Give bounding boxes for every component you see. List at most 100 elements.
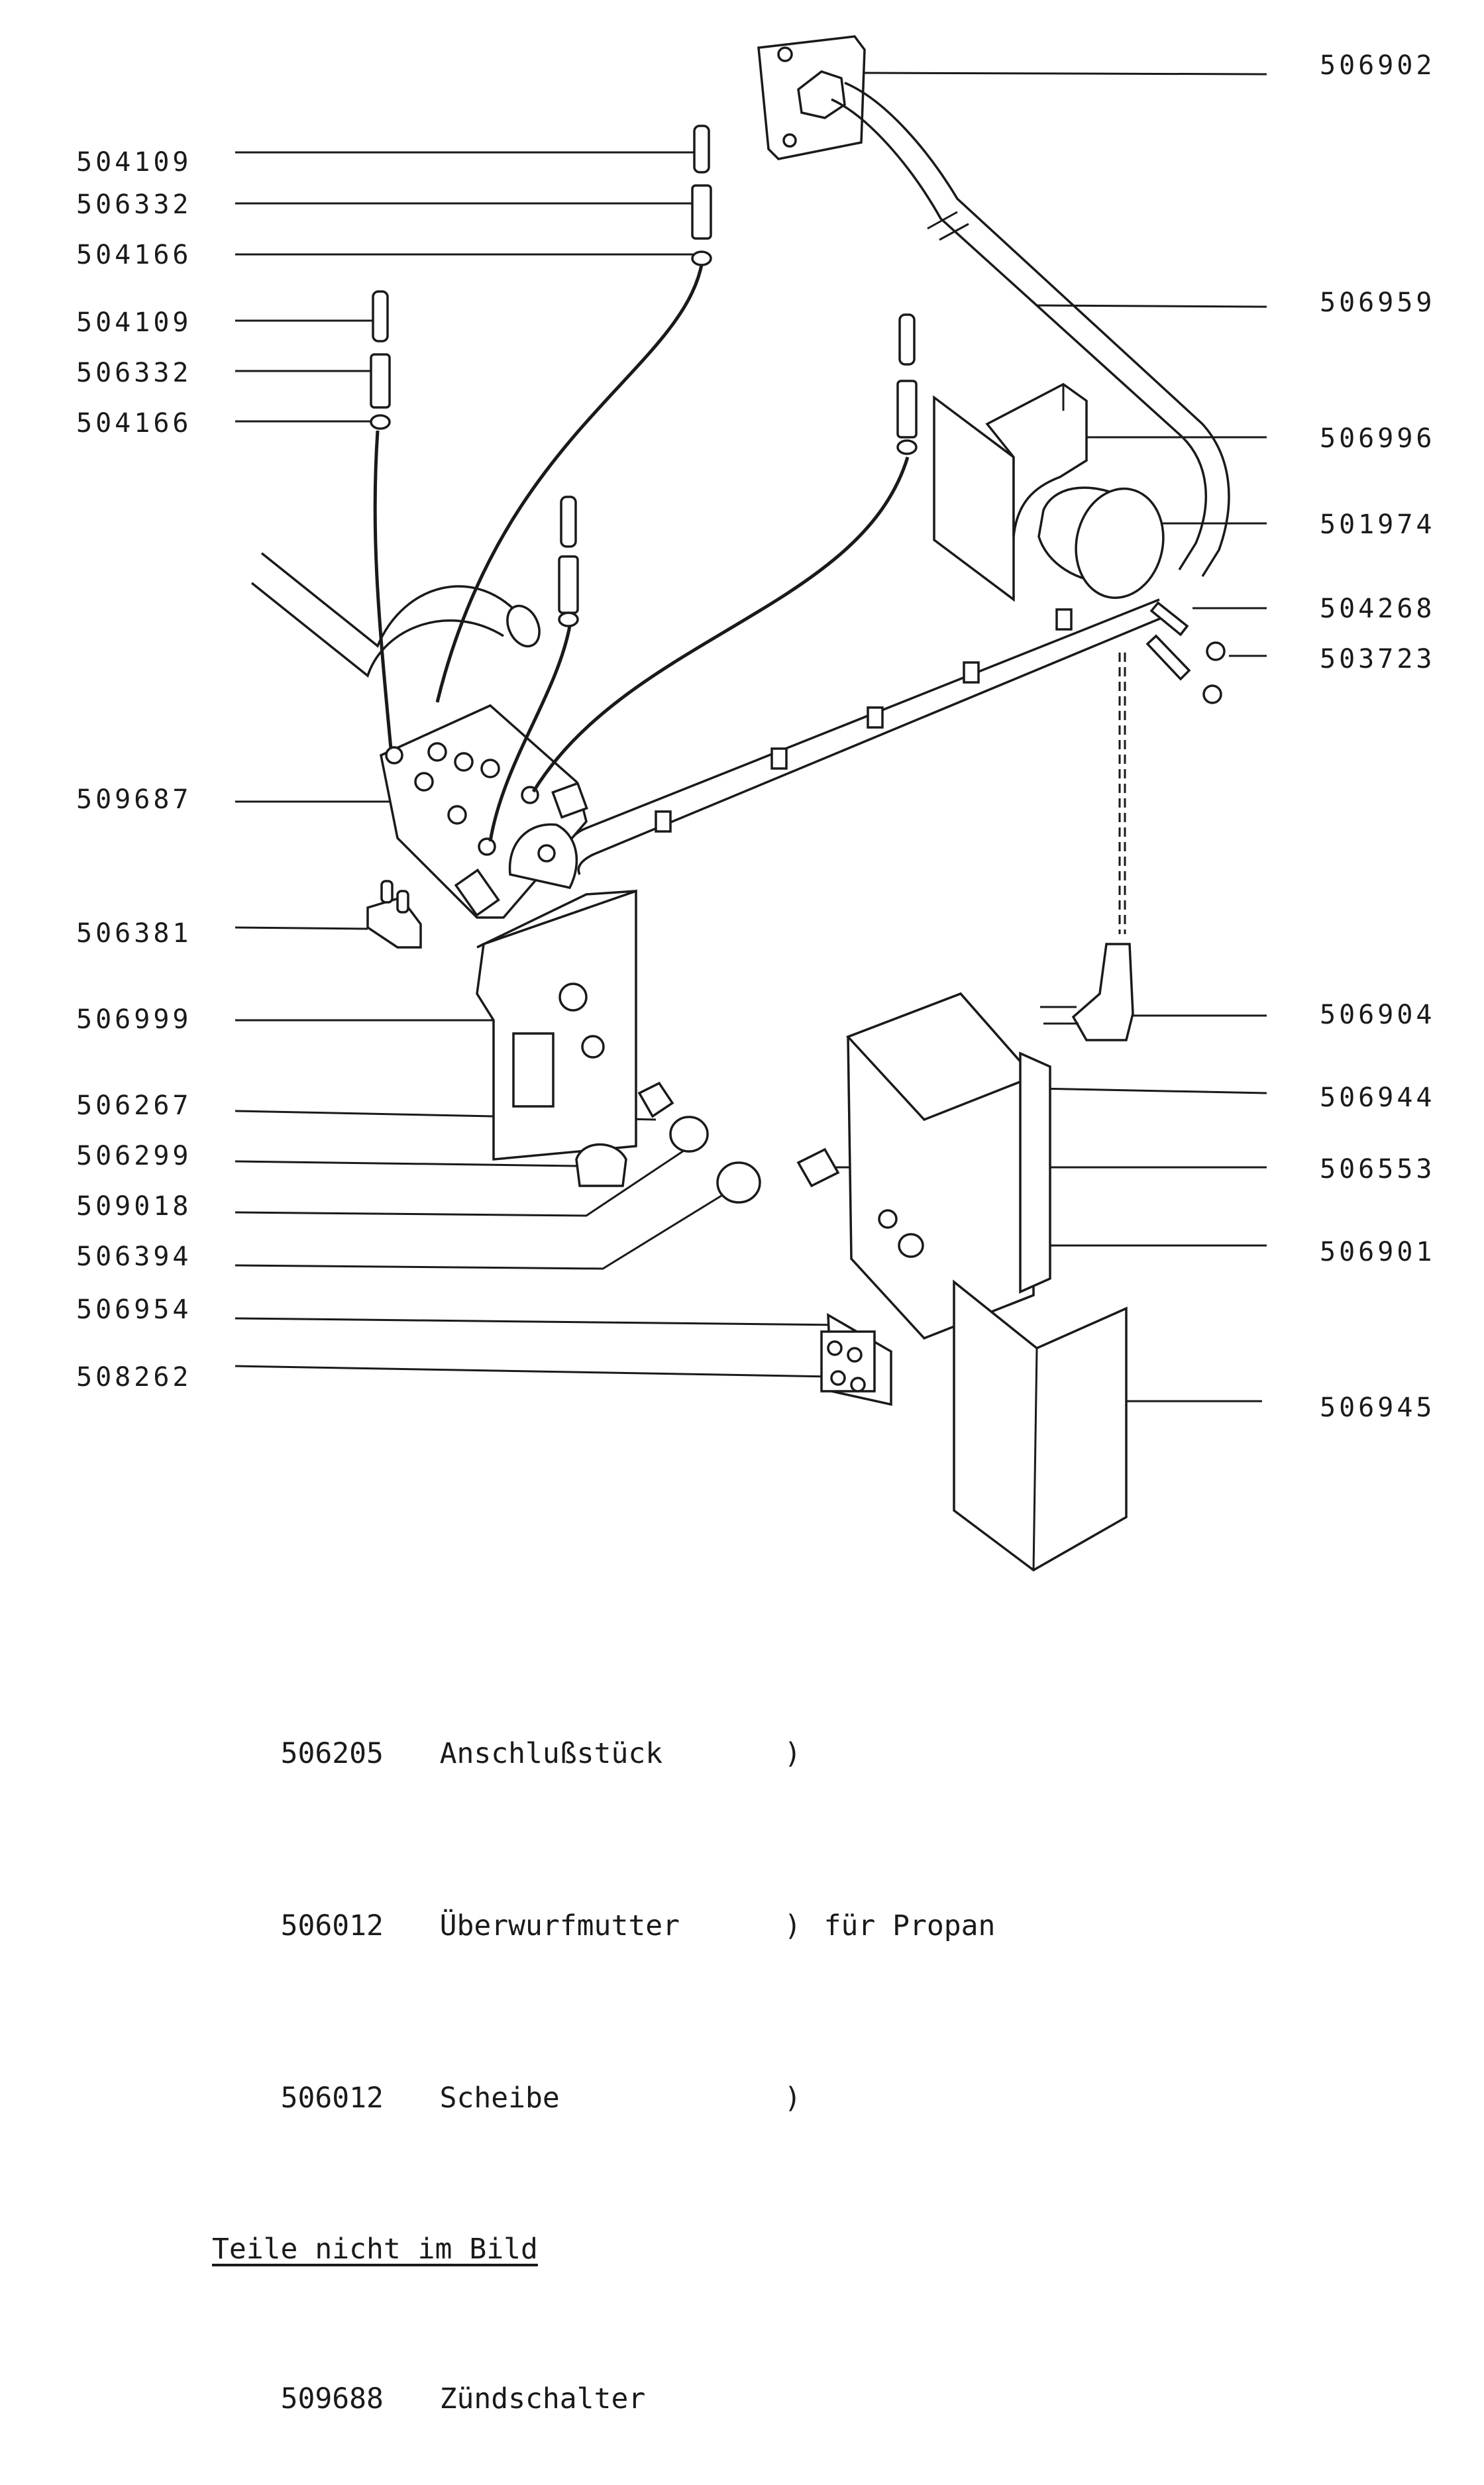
leader-line (235, 1365, 832, 1378)
flange-screw (782, 133, 797, 148)
callout-label: 506902 (1320, 50, 1436, 81)
housing-side-flange (1019, 1051, 1051, 1294)
ignition-cable (435, 261, 704, 703)
electrode-504109 (693, 125, 710, 174)
callout-label: 504166 (76, 240, 192, 270)
electrode-socket (427, 742, 447, 762)
terminal-506553 (796, 1147, 840, 1188)
note-part-number: 506205 (280, 1737, 384, 1770)
pipe-break (927, 211, 958, 230)
note-part-name: Anschlußstück (439, 1737, 663, 1770)
callout-label: 509018 (76, 1191, 192, 1222)
plug-body (1071, 943, 1134, 1041)
ignition-cable (531, 456, 910, 793)
ignition-shaft (537, 844, 556, 863)
callout-label: 504268 (1320, 594, 1436, 624)
washer (370, 414, 391, 430)
switch-terminal (827, 1340, 843, 1356)
mains-plug (1040, 943, 1134, 1041)
sleeve-506332 (691, 184, 712, 240)
electrode-socket (414, 772, 434, 792)
note-bracket: ) (784, 1737, 802, 1770)
washer (896, 439, 918, 455)
leader-line (235, 1317, 842, 1326)
note-part-number: 506012 (280, 2082, 384, 2115)
switch-terminal (850, 1377, 866, 1393)
note-part-name: Zündschalter (439, 2382, 646, 2415)
switch-body (366, 896, 422, 949)
knob-506267 (637, 1081, 674, 1118)
tube-end (506, 604, 541, 648)
burner-bracket-assembly (933, 382, 1165, 602)
ignition-cable (488, 625, 572, 842)
panel-hole (558, 982, 588, 1012)
knob-cap-509018 (669, 1116, 709, 1153)
leader-line (1036, 1087, 1267, 1094)
washer-504166 (691, 250, 712, 266)
note-bracket: ) (784, 1909, 802, 1942)
note-bracket: ) (784, 2082, 802, 2115)
leader-line (1036, 304, 1267, 308)
electrode-504109 (372, 290, 389, 343)
callout-label: 506332 (76, 358, 192, 388)
exploded-parts-diagram: 504109 506332 504166 504109 506332 50416… (76, 35, 1436, 1572)
note-extra: für Propan (823, 1909, 996, 1942)
screw (1202, 684, 1222, 704)
callout-label: 508262 (76, 1362, 192, 1393)
rail-clip (867, 706, 884, 729)
screw-503723 (1206, 641, 1226, 661)
ring-506394 (716, 1161, 761, 1204)
switch-terminal (847, 1347, 863, 1363)
rail-clip (655, 810, 672, 833)
rail-clip (770, 747, 788, 770)
callout-label: 501974 (1320, 509, 1436, 540)
leader-line (861, 72, 1267, 76)
gas-pipe-assembly (757, 35, 1230, 577)
callout-label: 504166 (76, 408, 192, 439)
note-row: 506012 Scheibe) (212, 2046, 995, 2150)
callout-label: 504109 (76, 147, 192, 178)
ignition-lug (551, 782, 588, 819)
note-row: 506205 Anschlußstück) (212, 1702, 995, 1805)
electrode-socket (454, 752, 474, 772)
panel-hole (581, 1035, 605, 1059)
small-parts (1118, 601, 1226, 934)
sleeve-506332 (370, 353, 391, 409)
bracket-top (985, 382, 1088, 537)
callout-label: 506553 (1320, 1154, 1436, 1185)
switch-pin (396, 890, 409, 914)
grommet-506901 (898, 1233, 924, 1258)
pipe-outer (831, 98, 1207, 570)
electrode-socket (385, 746, 403, 765)
cover (953, 1279, 1128, 1572)
callout-label: 506904 (1320, 1000, 1436, 1030)
switch-housing (820, 1330, 876, 1393)
rail-clip (963, 661, 980, 684)
electrode-socket (447, 805, 467, 825)
electrode-socket (480, 759, 500, 778)
note-part-name: Scheibe (439, 2082, 560, 2115)
burner-face (1075, 487, 1165, 600)
callout-label: 506299 (76, 1141, 192, 1171)
electrode (898, 313, 916, 366)
callout-label: 506945 (1320, 1393, 1436, 1423)
pipe-inner (844, 81, 1230, 577)
callout-label: 506959 (1320, 288, 1436, 318)
panel-plate (476, 889, 637, 1161)
callout-label: 506999 (76, 1004, 192, 1035)
cover-fold (1032, 1348, 1038, 1571)
control-panel (476, 889, 637, 1161)
left-callouts: 504109 506332 504166 504109 506332 50416… (76, 147, 842, 1393)
callout-label: 506267 (76, 1090, 192, 1121)
mounting-bracket (933, 395, 1015, 602)
electrode-socket (478, 837, 496, 856)
ignition-block (380, 704, 588, 919)
housing (796, 992, 1051, 1340)
callout-label: 506332 (76, 189, 192, 220)
rail-lower (577, 615, 1167, 875)
ignition-cable (373, 430, 393, 749)
callout-label: 506394 (76, 1242, 192, 1272)
pin-504268 (1149, 601, 1189, 637)
callout-label: 506381 (76, 918, 192, 949)
